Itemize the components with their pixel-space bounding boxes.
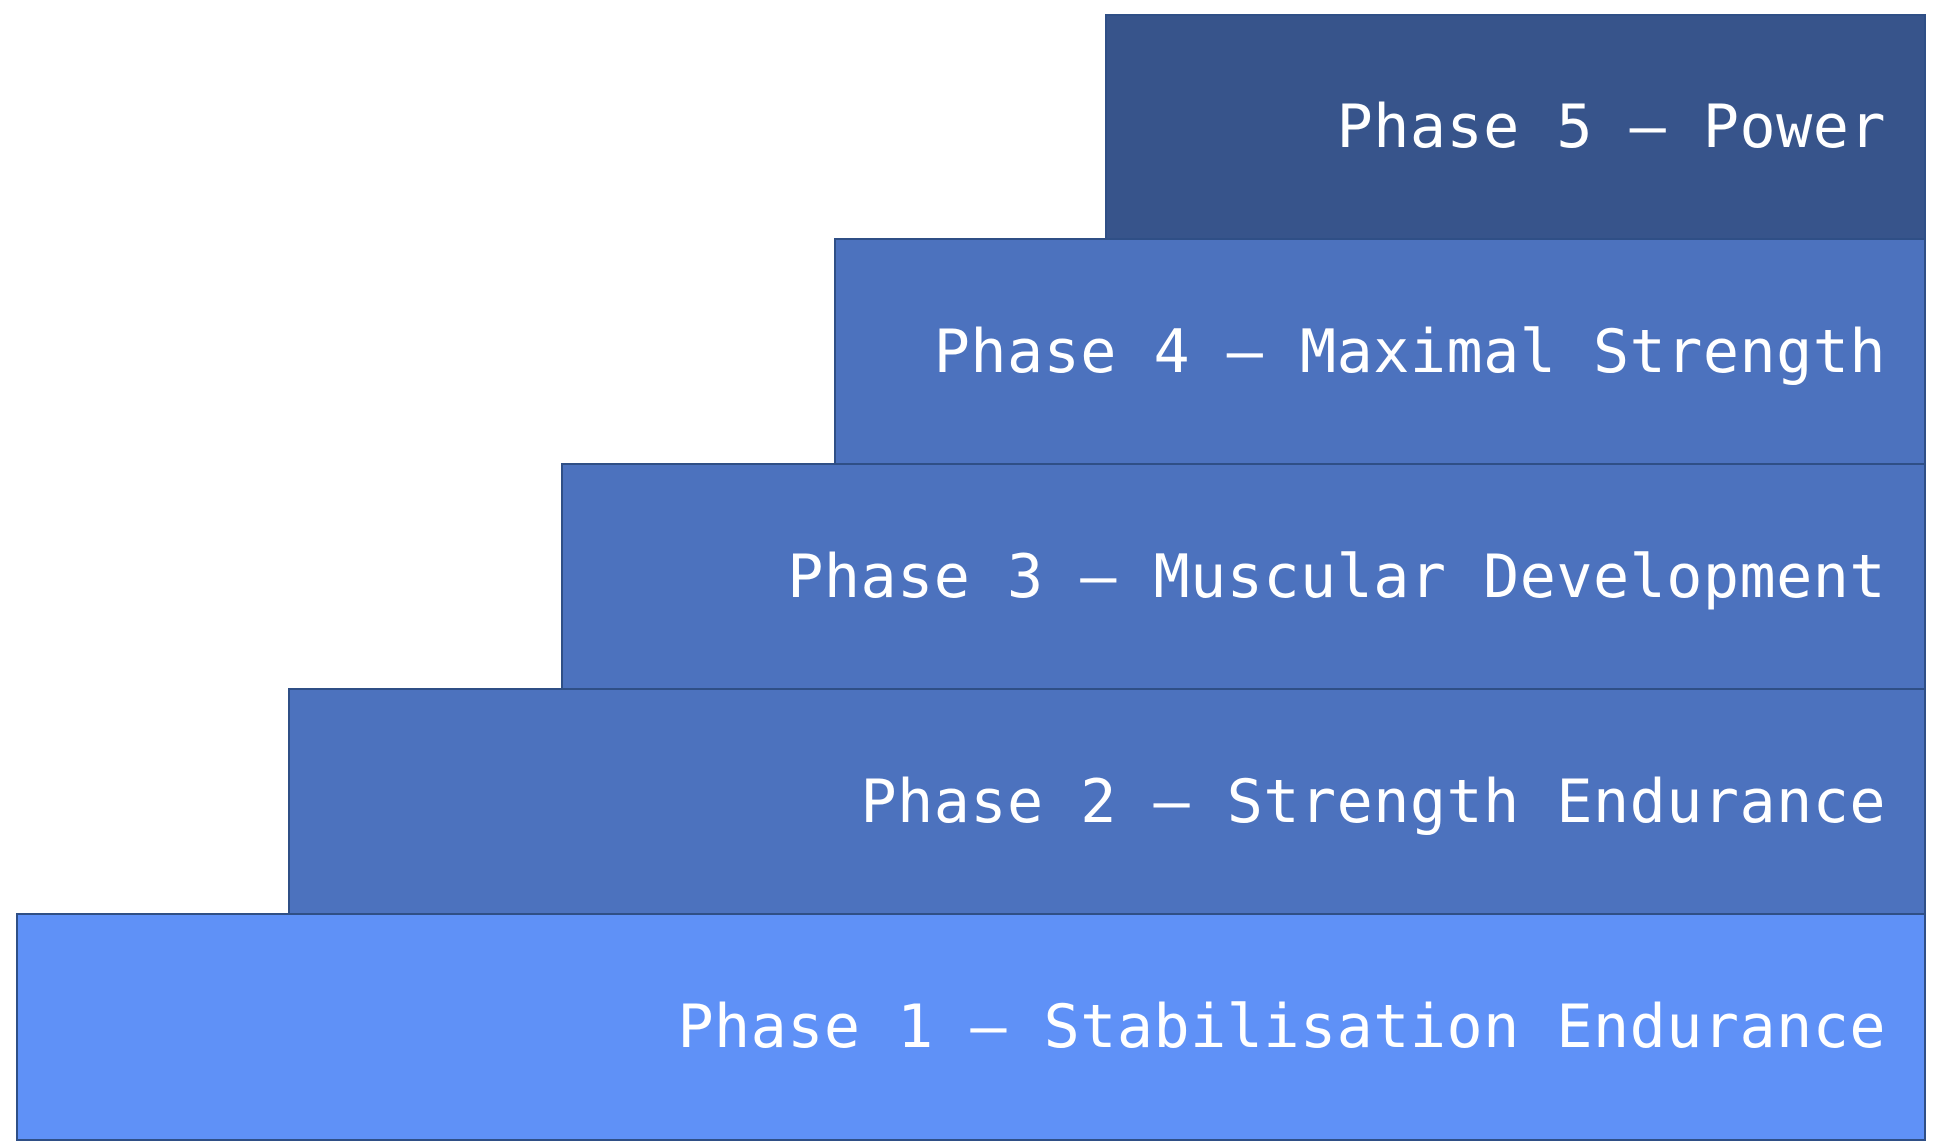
phase-step-4: Phase 4 – Maximal Strength xyxy=(834,238,1926,465)
phase-step-1: Phase 1 – Stabilisation Endurance xyxy=(16,913,1926,1141)
phase-step-5: Phase 5 – Power xyxy=(1105,14,1926,240)
phase-step-5-label: Phase 5 – Power xyxy=(1336,92,1886,162)
phase-step-2: Phase 2 – Strength Endurance xyxy=(288,688,1926,915)
phase-step-4-label: Phase 4 – Maximal Strength xyxy=(933,316,1886,387)
phase-step-3-label: Phase 3 – Muscular Development xyxy=(787,541,1886,612)
phase-step-2-label: Phase 2 – Strength Endurance xyxy=(860,766,1886,837)
phase-step-3: Phase 3 – Muscular Development xyxy=(561,463,1926,690)
phase-step-1-label: Phase 1 – Stabilisation Endurance xyxy=(677,992,1886,1062)
